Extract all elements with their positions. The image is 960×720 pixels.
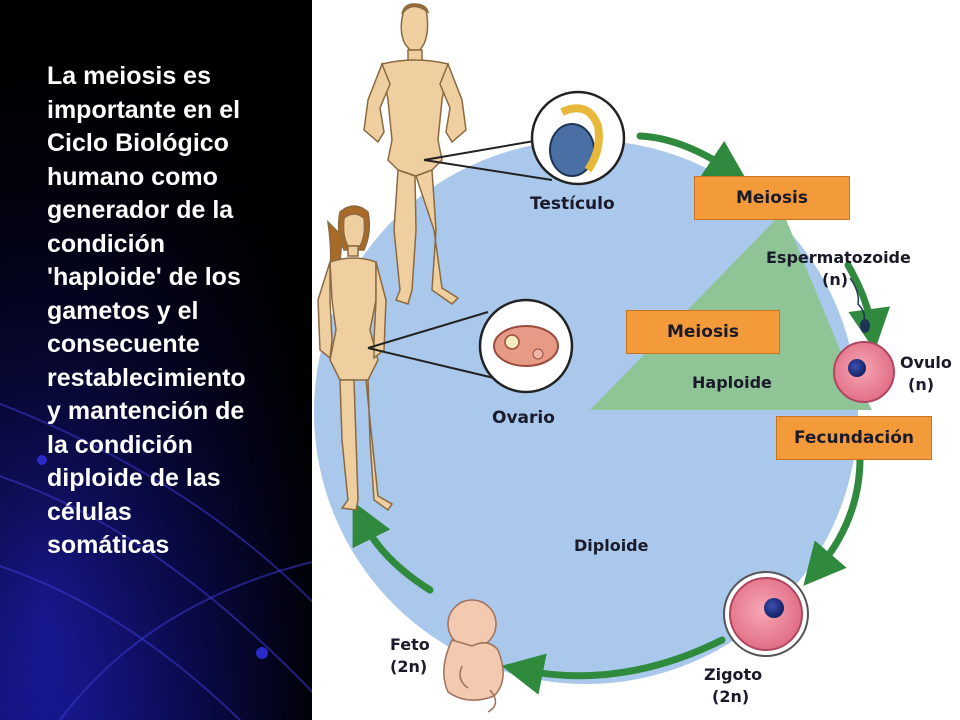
fetus-icon	[443, 599, 504, 713]
sperm-name: Espermatozoide	[766, 248, 911, 267]
arrow-fertilization-to-zygote	[803, 454, 864, 586]
description-line: restablecimiento	[47, 363, 246, 392]
arrow-testicle-to-meiosis	[636, 132, 748, 182]
testicle-pointer-line	[423, 159, 553, 181]
description-line: importante en el	[47, 95, 241, 124]
description-line: células	[47, 497, 132, 526]
ovary-label: Ovario	[492, 408, 555, 428]
female-figure	[317, 205, 394, 512]
description-line: condición	[47, 229, 166, 258]
meiosis-label: Meiosis	[735, 188, 809, 208]
zygote-name: Zigoto	[704, 665, 763, 684]
arrow-zygote-to-fetus	[501, 636, 726, 695]
fetus-label: Feto (2n)	[390, 634, 430, 678]
ovary-pointer-line	[367, 347, 495, 379]
zygote-icon	[723, 571, 809, 657]
description-text: La meiosis es importante en el Ciclo Bio…	[47, 60, 309, 563]
fertilization-box: Fecundación	[776, 416, 932, 460]
ovary-icon	[478, 298, 574, 394]
diagram-graphics	[314, 3, 895, 713]
description-line: 'haploide' de los	[47, 263, 241, 291]
meiosis-box-top: Meiosis	[694, 176, 850, 220]
sperm-ploidy: (n)	[822, 270, 849, 289]
description-line: generador de la	[47, 196, 234, 224]
left-panel: La meiosis es importante en el Ciclo Bio…	[0, 0, 312, 720]
zygote-label: Zigoto (2n)	[704, 664, 762, 708]
meiosis-label: Meiosis	[666, 322, 740, 342]
meiosis-box-middle: Meiosis	[626, 310, 780, 354]
testicle-pointer-line	[423, 139, 541, 161]
ovum-icon	[833, 341, 895, 403]
sperm-icon	[849, 277, 870, 333]
description-line: La meiosis es	[47, 62, 211, 90]
description-line: humano como	[47, 162, 218, 191]
sperm-label: Espermatozoide (n)	[766, 247, 911, 291]
description-line: gametos y el	[47, 296, 199, 325]
description-line: somáticas	[47, 531, 170, 559]
testicle-icon	[530, 90, 626, 186]
blue-background-decoration	[0, 0, 312, 720]
male-figure	[363, 3, 467, 305]
fetus-ploidy: (2n)	[390, 657, 428, 676]
description-line: la condición	[47, 430, 193, 459]
fertilization-label: Fecundación	[793, 428, 915, 448]
description-line: diploide de las	[47, 464, 221, 492]
fetus-name: Feto	[390, 635, 430, 654]
haploid-label: Haploide	[692, 373, 772, 392]
zygote-ploidy: (2n)	[712, 687, 750, 706]
description-line: y mantención de	[47, 397, 245, 425]
life-cycle-diagram: Meiosis Meiosis Fecundación Testículo Ov…	[312, 0, 960, 720]
ovum-name: Ovulo	[900, 353, 952, 372]
description-line: Ciclo Biológico	[47, 129, 229, 157]
ovum-label: Ovulo (n)	[900, 352, 952, 396]
diploid-label: Diploide	[574, 536, 649, 555]
testicle-label: Testículo	[530, 194, 615, 214]
arrow-fetus-to-female	[352, 501, 434, 594]
ovum-ploidy: (n)	[908, 375, 935, 394]
ovary-pointer-line	[367, 311, 489, 349]
description-line: consecuente	[47, 330, 200, 358]
arrow-sperm-to-ovum	[844, 261, 891, 351]
